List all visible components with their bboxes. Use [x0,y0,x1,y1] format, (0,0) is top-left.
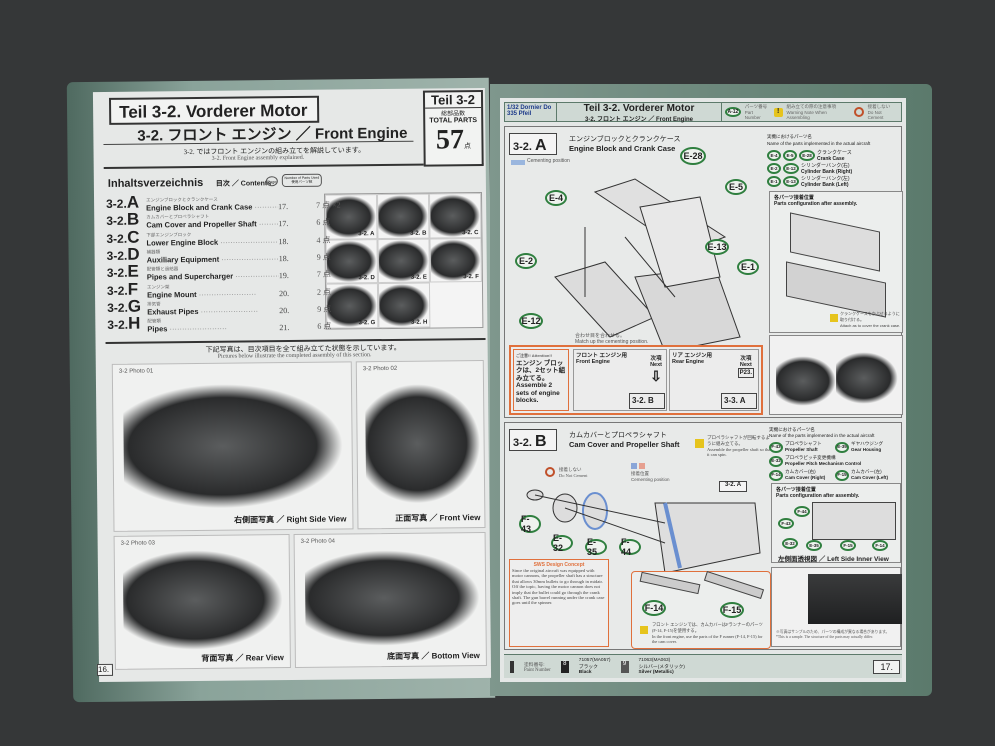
toc-parts: 6 点 [317,321,332,331]
toc-page: 21. [279,323,290,333]
photos-caption-en: Pictures below illustrate the completed … [217,352,372,360]
part-label: F-43 [519,514,541,534]
toc-parts: 9 点 [316,252,331,262]
thumb: 3-2. E [377,238,430,284]
part-label: E-28 [680,147,706,165]
cam-cover-photo: ※写真はサンプルのため、パーツの構成が異なる場合があります。*This is a… [771,567,902,647]
warning-icon [830,314,838,322]
section-a-title: Engine Block and Crank Case [569,144,676,153]
thumbnail-grid: 3-2. A 3-2. B 3-2. C 3-2. D 3-2. E 3-2. … [323,191,484,330]
warning-icon [695,439,704,448]
photo-bottom: 3-2 Photo 04 底面写真 ／ Bottom View [293,531,487,668]
toc-parts: 4 点 [316,235,331,245]
cement-legend: Cementing position [527,158,570,164]
cam-cover-diagram [526,489,761,574]
no-cement-icon [545,467,555,477]
toc-number: 3-2.H [107,313,141,333]
right-page: 1/32 Dornier Do 335 Pfeil Teil 3-2. Vord… [500,98,906,682]
section-a-jp: エンジンブロックとクランクケース [569,136,681,143]
page-header: 1/32 Dornier Do 335 Pfeil Teil 3-2. Vord… [504,102,902,123]
toc-parts: 2 点 [316,287,332,297]
part-label: E-32 [551,533,573,553]
warning-icon [640,626,648,634]
part-label: F-14 [642,600,666,616]
part-label: E-12 [519,313,543,329]
contents-sub: 目次 ／ Contents [215,180,272,188]
engine-blocks-photo [769,335,903,415]
total-parts-box: Teil 3-2 総部品数 TOTAL PARTS 57点 [422,89,484,167]
left-page: Teil 3-2. Vorderer Motor 3-2. フロント エンジン … [92,87,492,683]
part-names-a: 実機におけるパーツ名 Name of the parts implemented… [767,134,871,146]
engine-block-diagram [554,178,741,353]
toc-page: 20. [278,288,290,298]
thumb: 3-2. C [429,193,482,239]
step-badge-b: 3-2. B [509,429,557,451]
toc-parts: 9 点 [317,304,332,314]
rear-next-step-button[interactable]: 3-3. A [721,393,757,409]
photo-right-side: 3-2 Photo 01 右側面写真 ／ Right Side View [111,361,354,532]
photo-rear: 3-2 Photo 03 背面写真 ／ Rear View [113,534,291,670]
part-label: F-44 [619,537,641,557]
ref-label: 3-2. A [719,481,747,492]
next-step-button[interactable]: 3-2. B [629,393,665,409]
page-number: 17. [873,659,900,674]
part-label: F-15 [720,602,744,618]
warning-icon: ! [773,107,783,117]
toc-parts: 7 点 ×2 [316,200,341,210]
step-badge-a: 3-2. A [509,133,557,155]
toc-page: 18. [278,236,289,246]
parts-used-badge: Number of Parts Used 使用パーツ数 [281,173,322,188]
attention-box: ご注意!! Attention!! エンジン ブロックは、2セット組み立てる。 … [509,345,763,415]
section-b-jp: カムカバーとプロペラシャフト [569,432,667,439]
section-b: 3-2. B カムカバーとプロペラシャフト Cam Cover and Prop… [504,422,902,650]
part-label: E-5 [725,179,747,195]
no-cement-icon [853,107,864,117]
toc-page: 20. [279,305,290,315]
section-a: 3-2. A エンジンブロックとクランクケース Engine Block and… [504,126,903,418]
section-title: Teil 3-2. Vorderer Motor [108,95,320,125]
toc-page: 17. [278,202,289,212]
toc-parts: 7 点 [316,269,331,279]
cam-cover-note: F-14 F-15 フロント エンジンでは、カムカバーはFランナーのパーツ(F-… [631,570,771,649]
match-note: 合わせ目を合わせる。Match up the cementing positio… [575,333,649,345]
part-label: E-2 [515,253,537,269]
toc-page: 19. [278,271,289,281]
section-b-title: Cam Cover and Propeller Shaft [569,440,680,449]
photo-front: 3-2 Photo 02 正面写真 ／ Front View [355,359,486,530]
contents-heading: Inhaltsverzeichnis [107,176,204,190]
part-label: E-13 [705,239,729,255]
toc-page: 17. [278,219,289,229]
thumb: 3-2. B [377,193,430,239]
toc-page: 18. [278,253,289,264]
page-badge: Page [265,176,278,187]
part-label: E-35 [585,537,607,557]
part-label: E-1 [737,259,759,275]
sws-design-concept: SWS Design Concept Since the original ai… [509,559,609,647]
toc-parts: 6 点 [316,217,331,228]
thumb: 3-2. F [429,237,482,283]
page-number: 16. [96,663,114,677]
part-label: E-4 [545,190,567,206]
section-desc-en: 3-2. Front Engine assembly explained. [211,154,305,162]
thumb: 3-2. H [377,282,431,329]
